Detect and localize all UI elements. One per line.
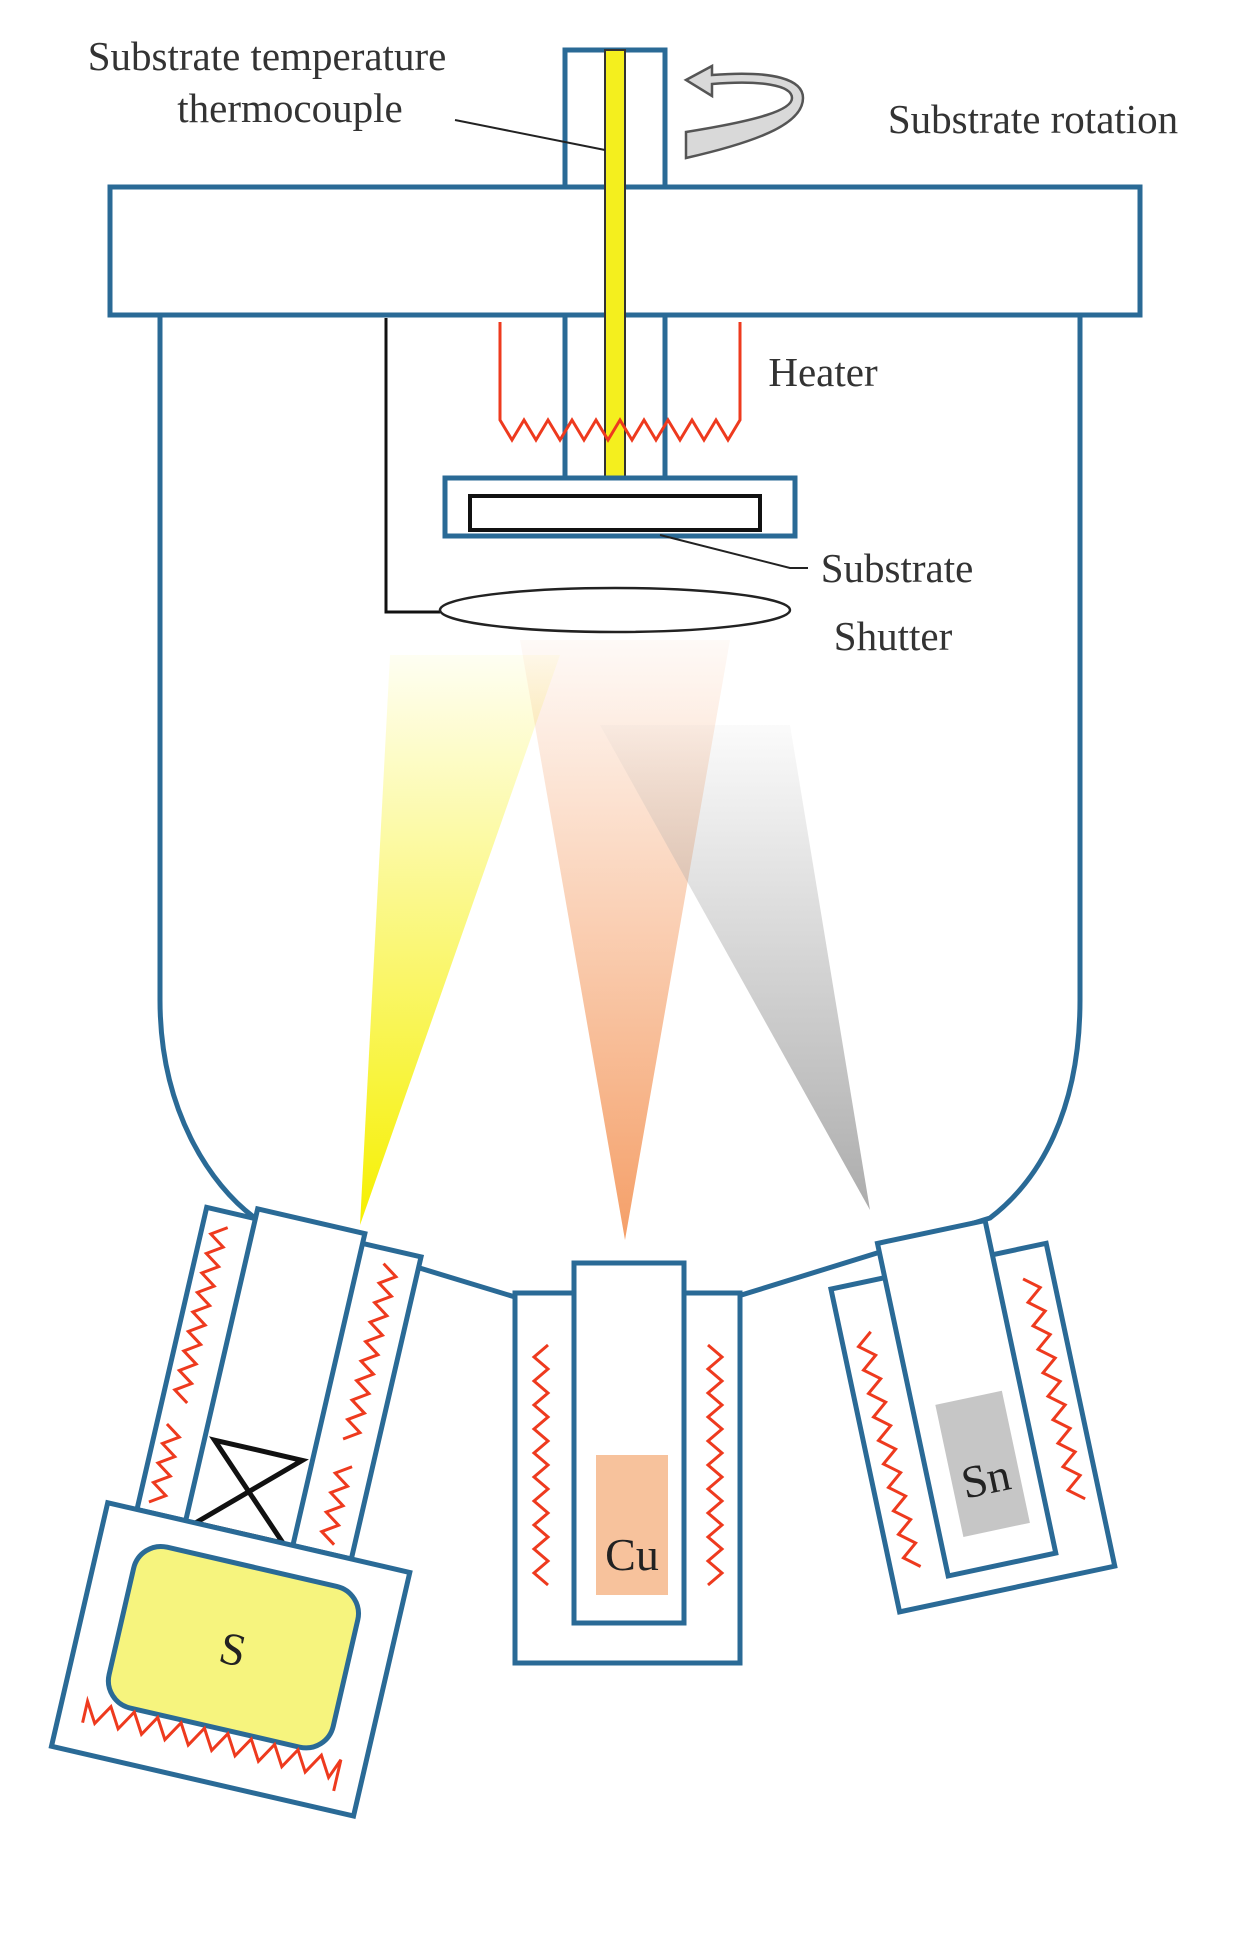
sulfur-reservoir bbox=[105, 1544, 361, 1751]
substrate-label: Substrate bbox=[821, 545, 974, 591]
substrate-leader-line bbox=[659, 534, 808, 569]
tin-charge bbox=[935, 1390, 1030, 1537]
sulfur-source: S bbox=[48, 1204, 425, 1820]
sulfur-lower-coil-right bbox=[319, 1465, 353, 1546]
thermocouple-label-line2: thermocouple bbox=[177, 85, 402, 131]
copper-charge bbox=[596, 1455, 668, 1595]
rotation-label: Substrate rotation bbox=[888, 96, 1178, 142]
substrate bbox=[468, 494, 762, 532]
tin-label: Sn bbox=[957, 1449, 1015, 1509]
rotation-arrow-icon bbox=[683, 63, 805, 160]
shutter-arm bbox=[384, 318, 440, 614]
sulfur-heater-coil-right bbox=[342, 1262, 399, 1441]
heater-label: Heater bbox=[768, 349, 878, 395]
thermocouple-leader-line bbox=[454, 119, 606, 151]
sulfur-lower-coil-left bbox=[148, 1422, 182, 1504]
tin-source: Sn bbox=[828, 1217, 1118, 1615]
tin-heater-coil-left bbox=[856, 1330, 922, 1568]
copper-heater-coil-left bbox=[531, 1343, 551, 1587]
thermocouple bbox=[604, 49, 626, 481]
thermocouple-label-line1: Substrate temperature bbox=[88, 33, 447, 79]
tin-vapor-beam bbox=[600, 725, 870, 1210]
sulfur-reservoir-heater bbox=[81, 1695, 343, 1792]
sulfur-vapor-beam bbox=[360, 655, 560, 1225]
copper-source: Cu bbox=[512, 1260, 743, 1666]
copper-heater-coil-right bbox=[705, 1343, 725, 1587]
shutter-label: Shutter bbox=[834, 613, 953, 659]
shutter bbox=[438, 586, 792, 634]
copper-label: Cu bbox=[605, 1529, 659, 1580]
tin-heater-coil-right bbox=[1022, 1277, 1086, 1501]
sulfur-heater-coil-left bbox=[172, 1226, 229, 1405]
heater-coil bbox=[498, 322, 742, 443]
